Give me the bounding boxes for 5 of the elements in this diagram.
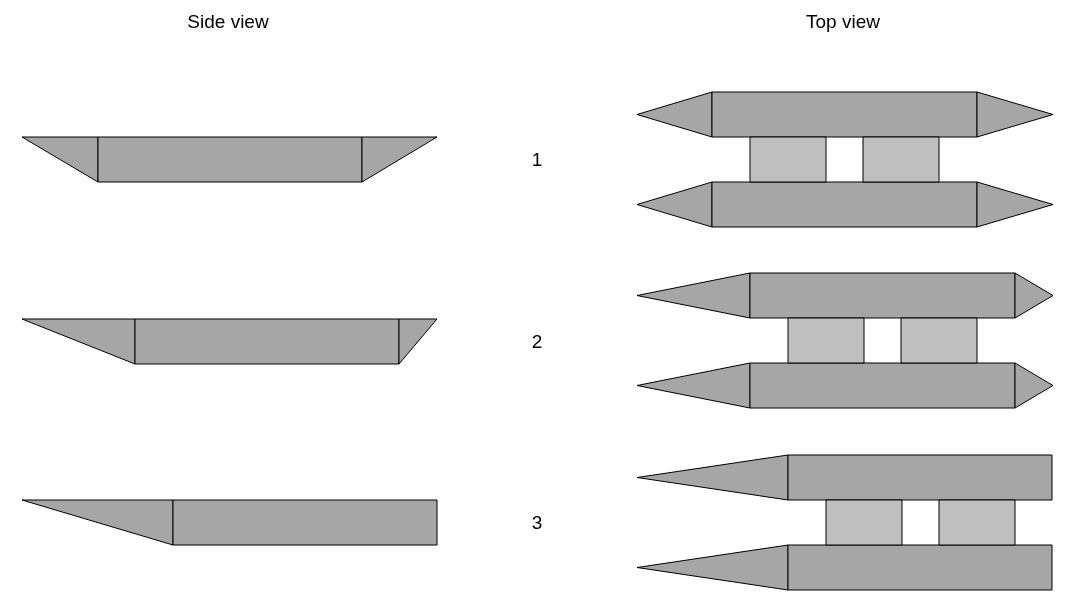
view-heading: Top view bbox=[806, 11, 880, 33]
view-heading: Side view bbox=[187, 11, 269, 33]
row-number: 2 bbox=[531, 331, 543, 353]
row-number: 3 bbox=[531, 512, 543, 534]
row-number: 1 bbox=[531, 149, 543, 171]
